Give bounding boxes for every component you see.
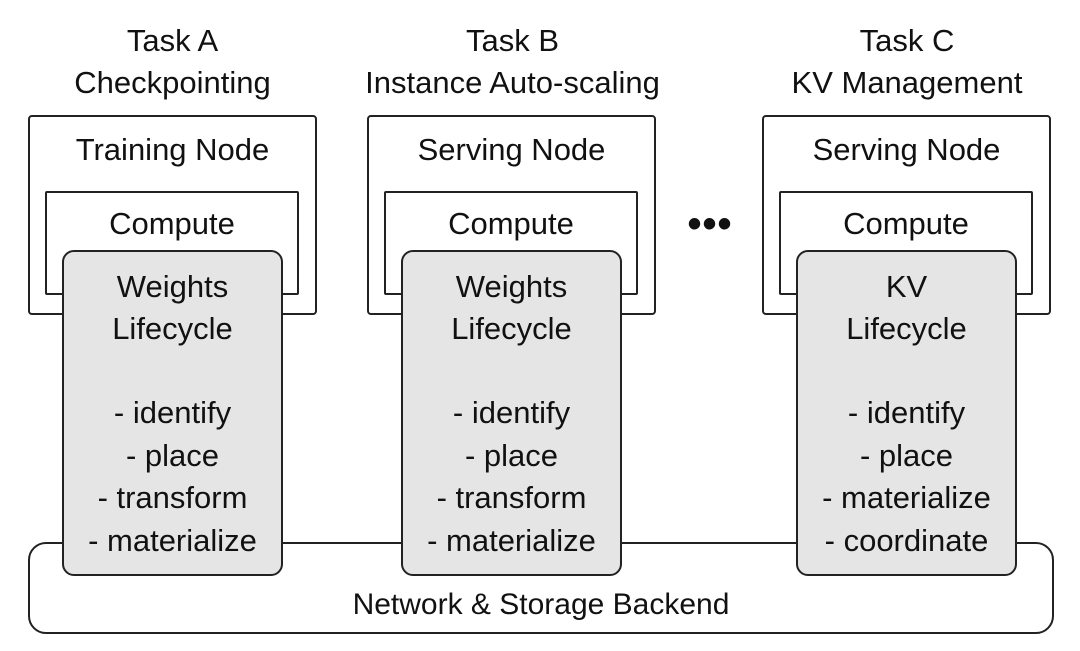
operation-item: - transform (97, 480, 248, 515)
task-a-lifecycle-line1: Weights (116, 269, 229, 304)
task-c-label: Task C (859, 23, 955, 58)
operation-item: - place (464, 437, 559, 473)
operation-item: - materialize (88, 522, 257, 558)
operation-item: - identify (452, 395, 571, 430)
operation-item: - transform (436, 480, 587, 515)
task-a-compute-label: Compute (109, 206, 235, 241)
task-c-lifecycle-box: KV Lifecycle - identify - place - materi… (796, 250, 1017, 576)
task-b-header: Task B Instance Auto-scaling (335, 20, 690, 104)
task-c-lifecycle-line1: KV (885, 269, 928, 304)
task-a-lifecycle-title: Weights Lifecycle (64, 266, 281, 350)
task-c-header: Task C KV Management (762, 20, 1052, 104)
task-a-node-label: Training Node (75, 132, 270, 167)
task-b-label: Task B (465, 23, 560, 58)
task-a-name: Checkpointing (74, 65, 271, 100)
operation-item: - materialize (427, 522, 596, 558)
task-c-lifecycle-title: KV Lifecycle (798, 266, 1015, 350)
task-b-lifecycle-line2: Lifecycle (451, 311, 572, 346)
task-a-operations-list: - identify - place - transform - materia… (64, 392, 281, 562)
task-c-name: KV Management (791, 65, 1023, 100)
operation-item: - place (859, 437, 954, 473)
task-a-header: Task A Checkpointing (30, 20, 315, 104)
task-c-node-label: Serving Node (812, 132, 1001, 167)
task-c-lifecycle-line2: Lifecycle (846, 311, 967, 346)
task-b-node-label: Serving Node (417, 132, 606, 167)
task-b-lifecycle-title: Weights Lifecycle (403, 266, 620, 350)
operation-item: - place (125, 437, 220, 473)
operation-item: - coordinate (824, 522, 989, 558)
more-tasks-ellipsis: ••• (687, 202, 733, 246)
task-b-lifecycle-line1: Weights (455, 269, 568, 304)
task-c-compute-label: Compute (843, 206, 969, 241)
task-b-operations-list: - identify - place - transform - materia… (403, 392, 620, 562)
operation-item: - materialize (822, 480, 991, 515)
task-a-lifecycle-box: Weights Lifecycle - identify - place - t… (62, 250, 283, 576)
task-a-label: Task A (126, 23, 219, 58)
backend-label: Network & Storage Backend (352, 588, 730, 621)
task-b-compute-label: Compute (448, 206, 574, 241)
task-b-name: Instance Auto-scaling (365, 65, 660, 100)
operation-item: - identify (113, 395, 232, 430)
operation-item: - identify (847, 395, 966, 430)
task-b-lifecycle-box: Weights Lifecycle - identify - place - t… (401, 250, 622, 576)
task-a-lifecycle-line2: Lifecycle (112, 311, 233, 346)
task-c-operations-list: - identify - place - materialize - coord… (798, 392, 1015, 562)
